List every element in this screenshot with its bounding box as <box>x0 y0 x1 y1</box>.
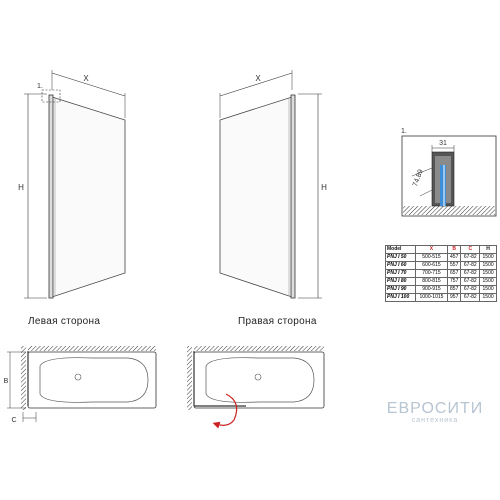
row-c: 67-82 <box>460 261 481 270</box>
table-row: PNJ I 80 800-815 757 67-82 1500 <box>385 277 497 286</box>
left-plan-view <box>7 346 157 422</box>
right-dim-x: X <box>255 74 261 83</box>
left-glass-panel <box>51 96 126 298</box>
right-plan-view <box>187 346 325 429</box>
row-model: PNJ I 90 <box>385 285 416 294</box>
row-c: 67-82 <box>460 277 481 286</box>
right-dim-h: H <box>321 183 327 192</box>
right-panel-elevation <box>219 70 322 299</box>
row-h: 1500 <box>479 269 497 278</box>
detail-width-label: 31 <box>439 140 447 147</box>
detail-number: 1. <box>401 128 407 135</box>
spec-table-header: Model X B C H <box>385 245 497 254</box>
row-b: 957 <box>446 293 462 302</box>
row-x: 1000-1015 <box>414 293 448 302</box>
row-c: 67-82 <box>460 293 481 302</box>
table-row: PNJ I 70 700-715 657 67-82 1500 <box>385 269 497 278</box>
rotation-arrow <box>212 393 238 429</box>
left-side-caption: Левая сторона <box>28 316 101 327</box>
brand-name: ЕВРОСИТИ <box>386 400 484 417</box>
left-callout-number: 1. <box>37 83 43 90</box>
table-row: PNJ I 50 500-515 457 67-82 1500 <box>385 253 497 262</box>
row-c: 67-82 <box>460 253 481 262</box>
row-b: 757 <box>446 277 462 286</box>
plan-b-label: B <box>4 378 9 385</box>
row-x: 500-515 <box>414 253 448 262</box>
right-wall-profile <box>290 94 296 299</box>
row-b: 557 <box>446 261 462 270</box>
row-model: PNJ I 60 <box>385 261 416 270</box>
row-h: 1500 <box>479 253 497 262</box>
detail-frame <box>401 135 497 217</box>
header-x: X <box>414 245 448 254</box>
table-row: PNJ I 60 600-615 557 67-82 1500 <box>385 261 497 270</box>
row-b: 457 <box>446 253 462 262</box>
right-side-caption: Правая сторона <box>238 316 317 327</box>
row-x: 900-915 <box>414 285 448 294</box>
row-x: 600-615 <box>414 261 448 270</box>
header-c: C <box>460 245 481 254</box>
row-c: 67-82 <box>460 269 481 278</box>
left-wall-profile <box>48 94 54 299</box>
left-panel-elevation <box>24 70 126 299</box>
row-x: 700-715 <box>414 269 448 278</box>
row-h: 1500 <box>479 293 497 302</box>
left-dim-x: X <box>83 74 89 83</box>
row-c: 67-82 <box>460 285 481 294</box>
row-h: 1500 <box>479 277 497 286</box>
row-h: 1500 <box>479 285 497 294</box>
plan-c-label: C <box>11 417 16 424</box>
brand-watermark: ЕВРОСИТИ сантехника <box>380 400 490 424</box>
row-b: 857 <box>446 285 462 294</box>
left-callout-box <box>41 89 61 103</box>
table-row: PNJ I 100 1000-1015 957 67-82 1500 <box>385 293 497 302</box>
spec-table: Model X B C H PNJ I 50 500-515 457 67-82… <box>385 245 497 302</box>
left-dim-h: H <box>18 183 24 192</box>
header-b: B <box>446 245 462 254</box>
brand-subtitle: сантехника <box>411 417 459 424</box>
row-b: 657 <box>446 269 462 278</box>
row-model: PNJ I 50 <box>385 253 416 262</box>
header-h: H <box>479 245 497 254</box>
table-row: PNJ I 90 900-915 857 67-82 1500 <box>385 285 497 294</box>
header-model: Model <box>385 245 416 254</box>
row-model: PNJ I 100 <box>385 293 416 302</box>
row-model: PNJ I 80 <box>385 277 416 286</box>
row-model: PNJ I 70 <box>385 269 416 278</box>
right-glass-panel <box>219 96 293 298</box>
row-x: 800-815 <box>414 277 448 286</box>
row-h: 1500 <box>479 261 497 270</box>
